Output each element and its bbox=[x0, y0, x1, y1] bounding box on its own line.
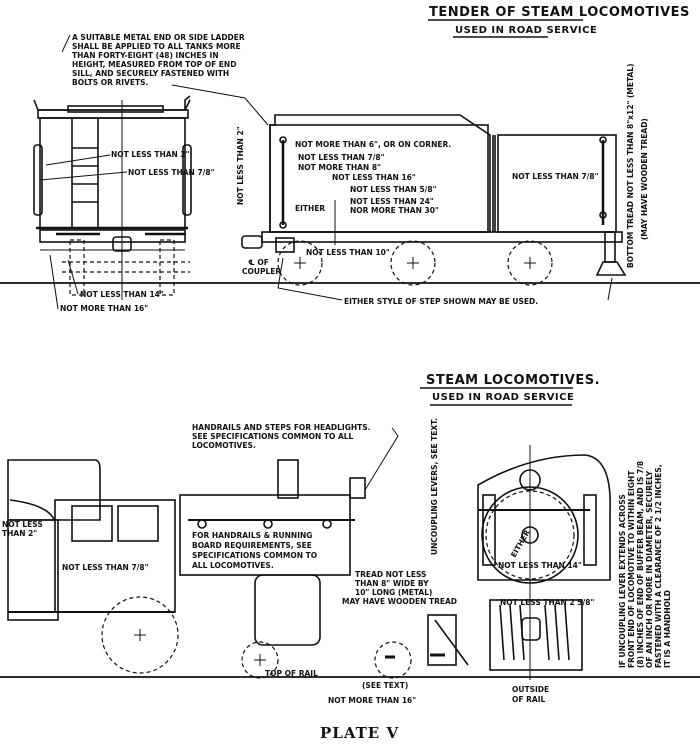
label-not-less-cab-a: NOT LESS bbox=[2, 520, 43, 529]
tread-note-line: TREAD NOT LESS bbox=[355, 570, 426, 579]
label-not-less-7-8-side: NOT LESS THAN 7/8" bbox=[298, 153, 385, 162]
label-not-less-2-vertical: NOT LESS THAN 2" bbox=[236, 126, 245, 205]
tender-end-view bbox=[33, 95, 192, 300]
tender-subtitle: USED IN ROAD SERVICE bbox=[455, 25, 597, 36]
label-outside-a: OUTSIDE bbox=[512, 685, 549, 694]
locomotive-side-view bbox=[0, 459, 700, 679]
leader-line bbox=[61, 34, 71, 53]
label-not-less-2-5-8: NOT LESS THAN 2 5/8" bbox=[500, 598, 594, 607]
tender-title-block: TENDER OF STEAM LOCOMOTIVES USED IN ROAD… bbox=[428, 5, 690, 38]
label-coupler-b: COUPLER bbox=[242, 267, 281, 276]
label-not-more-16: NOT MORE THAN 16" bbox=[60, 304, 148, 313]
label-either-style: EITHER STYLE OF STEP SHOWN MAY BE USED. bbox=[344, 297, 538, 306]
tread-note: TREAD NOT LESS THAN 8" WIDE BY 10" LONG … bbox=[342, 570, 457, 606]
label-not-less-cab-b: THAN 2" bbox=[2, 529, 37, 538]
label-see-text: (SEE TEXT) bbox=[362, 681, 408, 690]
handhold-note-line: FRONT END OF LOCOMOTIVE TO WITHIN EIGHT bbox=[627, 470, 636, 668]
label-not-less-7-8-rear: NOT LESS THAN 7/8" bbox=[512, 172, 599, 181]
handhold-note-line: OF AN INCH OR MORE IN DIAMETER, SECURELY bbox=[645, 470, 654, 668]
tender-side-view bbox=[0, 114, 700, 286]
headlight-note: HANDRAILS AND STEPS FOR HEADLIGHTS. SEE … bbox=[192, 423, 399, 491]
label-not-less-24: NOT LESS THAN 24" bbox=[350, 197, 434, 206]
label-not-less-7-8-end: NOT LESS THAN 7/8" bbox=[128, 168, 215, 177]
leader-line bbox=[171, 84, 269, 126]
tread-note-line: THAN 8" WIDE BY bbox=[355, 579, 429, 588]
locomotive-front-view bbox=[477, 445, 611, 680]
locomotive-subtitle: USED IN ROAD SERVICE bbox=[432, 392, 574, 403]
handhold-note-line: FASTENED WITH A CLEARANCE OF 2 1/2 INCHE… bbox=[654, 464, 663, 668]
label-not-less-16: NOT LESS THAN 16" bbox=[332, 173, 416, 182]
label-coupler-a: ℄ OF bbox=[248, 258, 269, 267]
handrail-note-line: FOR HANDRAILS & RUNNING bbox=[192, 531, 312, 540]
label-not-less-7-8-cab: NOT LESS THAN 7/8" bbox=[62, 563, 149, 572]
ladder-note-line: BOLTS OR RIVETS. bbox=[72, 78, 149, 87]
label-not-more-8: NOT MORE THAN 8" bbox=[298, 163, 381, 172]
handhold-note-line: IT IS A HANDHOLD bbox=[663, 590, 672, 668]
ladder-note-line: HEIGHT, MEASURED FROM TOP OF END bbox=[72, 60, 236, 69]
ladder-note-line: A SUITABLE METAL END OR SIDE LADDER bbox=[72, 33, 245, 42]
tender-title: TENDER OF STEAM LOCOMOTIVES bbox=[429, 5, 690, 20]
label-not-more-6: NOT MORE THAN 6", OR ON CORNER. bbox=[295, 140, 451, 149]
label-not-more-16-loco: NOT MORE THAN 16" bbox=[328, 696, 416, 705]
label-wooden-tread: (MAY HAVE WOODEN TREAD) bbox=[640, 118, 649, 240]
handhold-note-line: (8) INCHES OF END OF BUFFER BEAM, AND IS… bbox=[636, 461, 645, 668]
label-not-less-5-8: NOT LESS THAN 5/8" bbox=[350, 185, 437, 194]
tread-note-line: 10" LONG (METAL) bbox=[355, 588, 432, 597]
ladder-note-line: THAN FORTY-EIGHT (48) INCHES IN bbox=[72, 51, 219, 60]
label-top-of-rail: TOP OF RAIL bbox=[265, 669, 318, 678]
label-not-more-30: NOR MORE THAN 30" bbox=[350, 206, 439, 215]
ladder-note-line: SHALL BE APPLIED TO ALL TANKS MORE bbox=[72, 42, 241, 51]
label-either: EITHER bbox=[295, 204, 325, 213]
locomotive-title: STEAM LOCOMOTIVES. bbox=[426, 373, 600, 388]
label-not-less-14-front: NOT LESS THAN 14" bbox=[498, 561, 582, 570]
tread-note-line: MAY HAVE WOODEN TREAD bbox=[342, 597, 457, 606]
label-not-less-10: NOT LESS THAN 10" bbox=[306, 248, 390, 257]
headlight-note-line: HANDRAILS AND STEPS FOR HEADLIGHTS. bbox=[192, 423, 371, 432]
locomotive-title-block: STEAM LOCOMOTIVES. USED IN ROAD SERVICE bbox=[420, 373, 600, 406]
uncoupling-note: UNCOUPLING LEVERS, SEE TEXT. bbox=[430, 418, 439, 555]
plate-label: PLATE V bbox=[320, 724, 399, 742]
handrail-note: FOR HANDRAILS & RUNNING BOARD REQUIREMEN… bbox=[192, 531, 317, 570]
headlight-note-line: LOCOMOTIVES. bbox=[192, 441, 256, 450]
headlight-note-line: SEE SPECIFICATIONS COMMON TO ALL bbox=[192, 432, 354, 441]
ladder-note: A SUITABLE METAL END OR SIDE LADDER SHAL… bbox=[61, 33, 269, 126]
label-not-less-2-end: NOT LESS THAN 2" bbox=[111, 150, 190, 159]
handrail-note-line: BOARD REQUIREMENTS, SEE bbox=[192, 541, 312, 550]
handrail-note-line: ALL LOCOMOTIVES. bbox=[192, 561, 274, 570]
label-outside-b: OF RAIL bbox=[512, 695, 545, 704]
label-bottom-tread: BOTTOM TREAD NOT LESS THAN 8"x12" (METAL… bbox=[626, 63, 635, 268]
handhold-note-line: IF UNCOUPLING LEVER EXTENDS ACROSS bbox=[618, 494, 627, 668]
handhold-note: IF UNCOUPLING LEVER EXTENDS ACROSS FRONT… bbox=[618, 461, 672, 668]
label-not-less-14: NOT LESS THAN 14" bbox=[80, 290, 164, 299]
ladder-note-line: SILL, AND SECURELY FASTENED WITH bbox=[72, 69, 229, 78]
handrail-note-line: SPECIFICATIONS COMMON TO bbox=[192, 551, 317, 560]
